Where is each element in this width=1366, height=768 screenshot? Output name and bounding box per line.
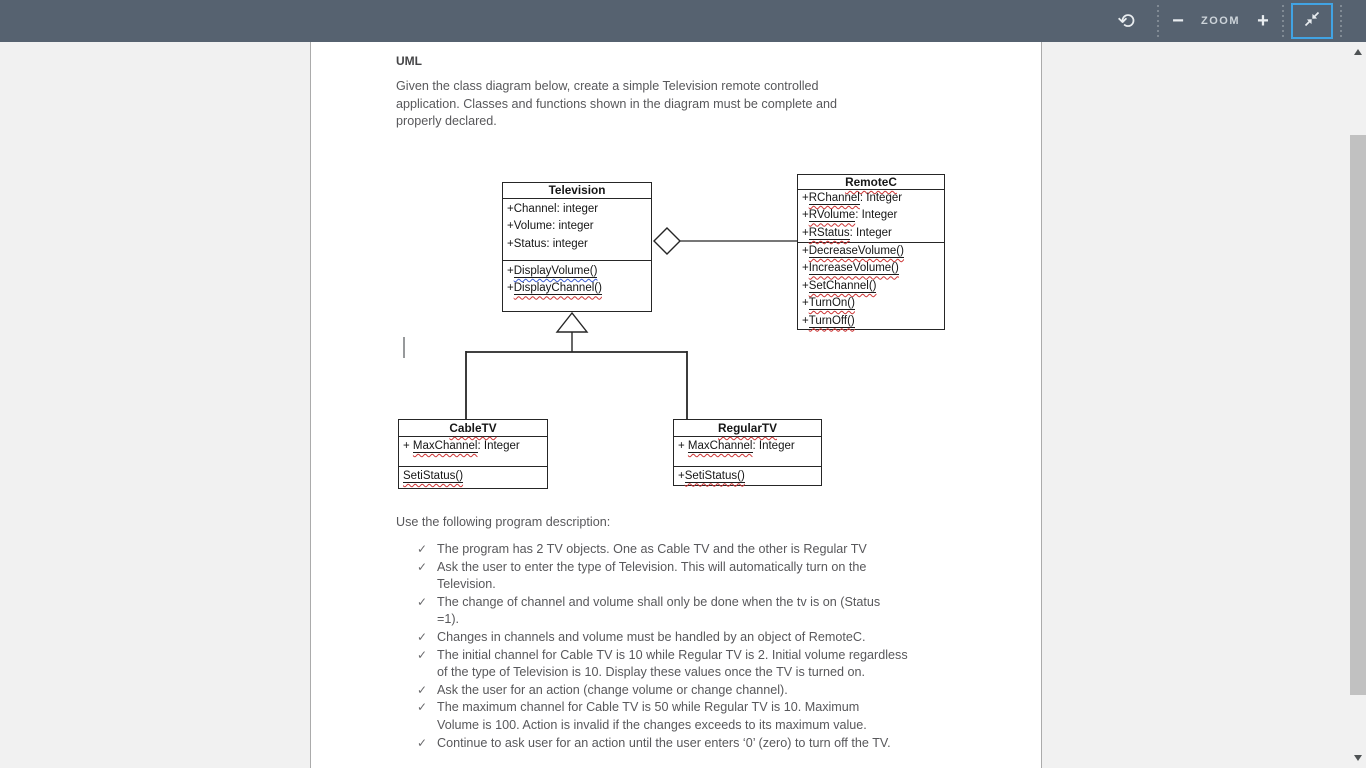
bullet-list: ✓ The program has 2 TV objects. One as C… xyxy=(417,541,908,752)
class-attributes: +Channel: integer +Volume: integer +Stat… xyxy=(503,199,651,261)
check-icon: ✓ xyxy=(417,559,428,574)
list-item: ✓ The maximum channel for Cable TV is 50… xyxy=(417,699,908,734)
check-icon: ✓ xyxy=(417,735,428,750)
check-icon: ✓ xyxy=(417,682,428,697)
class-box-television: Television +Channel: integer +Volume: in… xyxy=(502,182,652,312)
check-icon: ✓ xyxy=(417,647,428,662)
intro-line: application. Classes and functions shown… xyxy=(396,96,838,111)
scroll-up-button[interactable] xyxy=(1350,44,1366,60)
attribute-row: + MaxChannel: Integer xyxy=(678,440,795,453)
check-icon: ✓ xyxy=(417,700,428,715)
method-row: +TurnOff() xyxy=(802,314,855,328)
attribute-row: +Status: integer xyxy=(507,237,588,250)
class-methods: SetiStatus() xyxy=(399,467,547,488)
attribute-row: +Volume: integer xyxy=(507,220,594,233)
class-methods: +DisplayVolume() +DisplayChannel() xyxy=(503,261,651,311)
class-attributes: + MaxChannel: Integer xyxy=(674,437,821,467)
document-page: UML Given the class diagram below, creat… xyxy=(310,42,1042,768)
intro-line: Given the class diagram below, create a … xyxy=(396,79,819,93)
minus-icon: − xyxy=(1172,9,1184,32)
check-icon: ✓ xyxy=(417,542,428,556)
method-row: +TurnOn() xyxy=(802,297,855,311)
fit-to-screen-button[interactable] xyxy=(1291,3,1333,39)
zoom-in-button[interactable]: + xyxy=(1246,4,1280,38)
plus-icon: + xyxy=(1257,9,1269,32)
zoom-toolbar: ⟲ − ZOOM + xyxy=(0,0,1366,42)
list-item: ✓ Ask the user to enter the type of Tele… xyxy=(417,559,908,594)
document-viewport: UML Given the class diagram below, creat… xyxy=(0,42,1366,768)
method-row: +DisplayChannel() xyxy=(507,282,602,296)
triangle-up-icon xyxy=(1354,49,1362,55)
zoom-label: ZOOM xyxy=(1201,15,1240,27)
scroll-down-button[interactable] xyxy=(1350,750,1366,766)
intro-paragraph: Given the class diagram below, create a … xyxy=(396,78,837,131)
method-row: +IncreaseVolume() xyxy=(802,262,899,276)
attribute-row: +RStatus: Integer xyxy=(802,226,892,240)
text-cursor xyxy=(403,337,405,358)
attribute-row: + MaxChannel: Integer xyxy=(403,440,520,453)
reset-zoom-icon: ⟲ xyxy=(1117,8,1135,33)
check-icon: ✓ xyxy=(417,629,428,644)
class-title: CableTV xyxy=(399,420,547,437)
attribute-row: +RChannel: Integer xyxy=(802,192,903,205)
class-box-regulartv: RegularTV + MaxChannel: Integer +SetiSta… xyxy=(673,419,822,486)
class-title: RegularTV xyxy=(674,420,821,437)
check-icon: ✓ xyxy=(417,594,428,609)
zoom-out-button[interactable]: − xyxy=(1161,4,1195,38)
class-box-cabletv: CableTV + MaxChannel: Integer SetiStatus… xyxy=(398,419,548,489)
attribute-row: +Channel: integer xyxy=(507,203,599,215)
reset-zoom-button[interactable]: ⟲ xyxy=(1111,6,1141,36)
inheritance-triangle xyxy=(555,311,589,333)
intro-line: properly declared. xyxy=(396,114,497,129)
toolbar-divider xyxy=(1157,5,1159,37)
triangle-down-icon xyxy=(1354,755,1362,761)
class-attributes: + MaxChannel: Integer xyxy=(399,437,547,467)
attribute-row: +RVolume: Integer xyxy=(802,209,898,223)
method-row: +DecreaseVolume() xyxy=(802,245,904,258)
aggregation-diamond xyxy=(653,227,681,255)
method-row: +SetChannel() xyxy=(802,279,877,293)
scrollbar-thumb[interactable] xyxy=(1350,135,1366,695)
list-item: ✓ The initial channel for Cable TV is 10… xyxy=(417,647,908,682)
list-item: ✓ The change of channel and volume shall… xyxy=(417,594,908,629)
list-item: ✓ Changes in channels and volume must be… xyxy=(417,629,908,647)
class-box-remotec: RemoteC +RChannel: Integer +RVolume: Int… xyxy=(797,174,945,330)
toolbar-divider xyxy=(1340,5,1342,37)
class-methods: +DecreaseVolume() +IncreaseVolume() +Set… xyxy=(798,243,944,330)
class-title: Television xyxy=(503,183,651,199)
class-attributes: +RChannel: Integer +RVolume: Integer +RS… xyxy=(798,190,944,243)
collapse-arrows-icon xyxy=(1302,9,1322,34)
vertical-scrollbar[interactable] xyxy=(1350,42,1366,768)
class-methods: +SetiStatus() xyxy=(674,467,821,485)
method-row: +DisplayVolume() xyxy=(507,265,598,278)
class-title: RemoteC xyxy=(798,175,944,190)
list-item: ✓ Continue to ask user for an action unt… xyxy=(417,735,908,753)
description-label: Use the following program description: xyxy=(396,515,611,529)
doc-heading: UML xyxy=(396,54,422,68)
method-row: SetiStatus() xyxy=(403,470,464,483)
method-row: +SetiStatus() xyxy=(678,469,745,483)
list-item: ✓ The program has 2 TV objects. One as C… xyxy=(417,541,908,559)
toolbar-divider xyxy=(1282,5,1284,37)
list-item: ✓ Ask the user for an action (change vol… xyxy=(417,682,908,700)
